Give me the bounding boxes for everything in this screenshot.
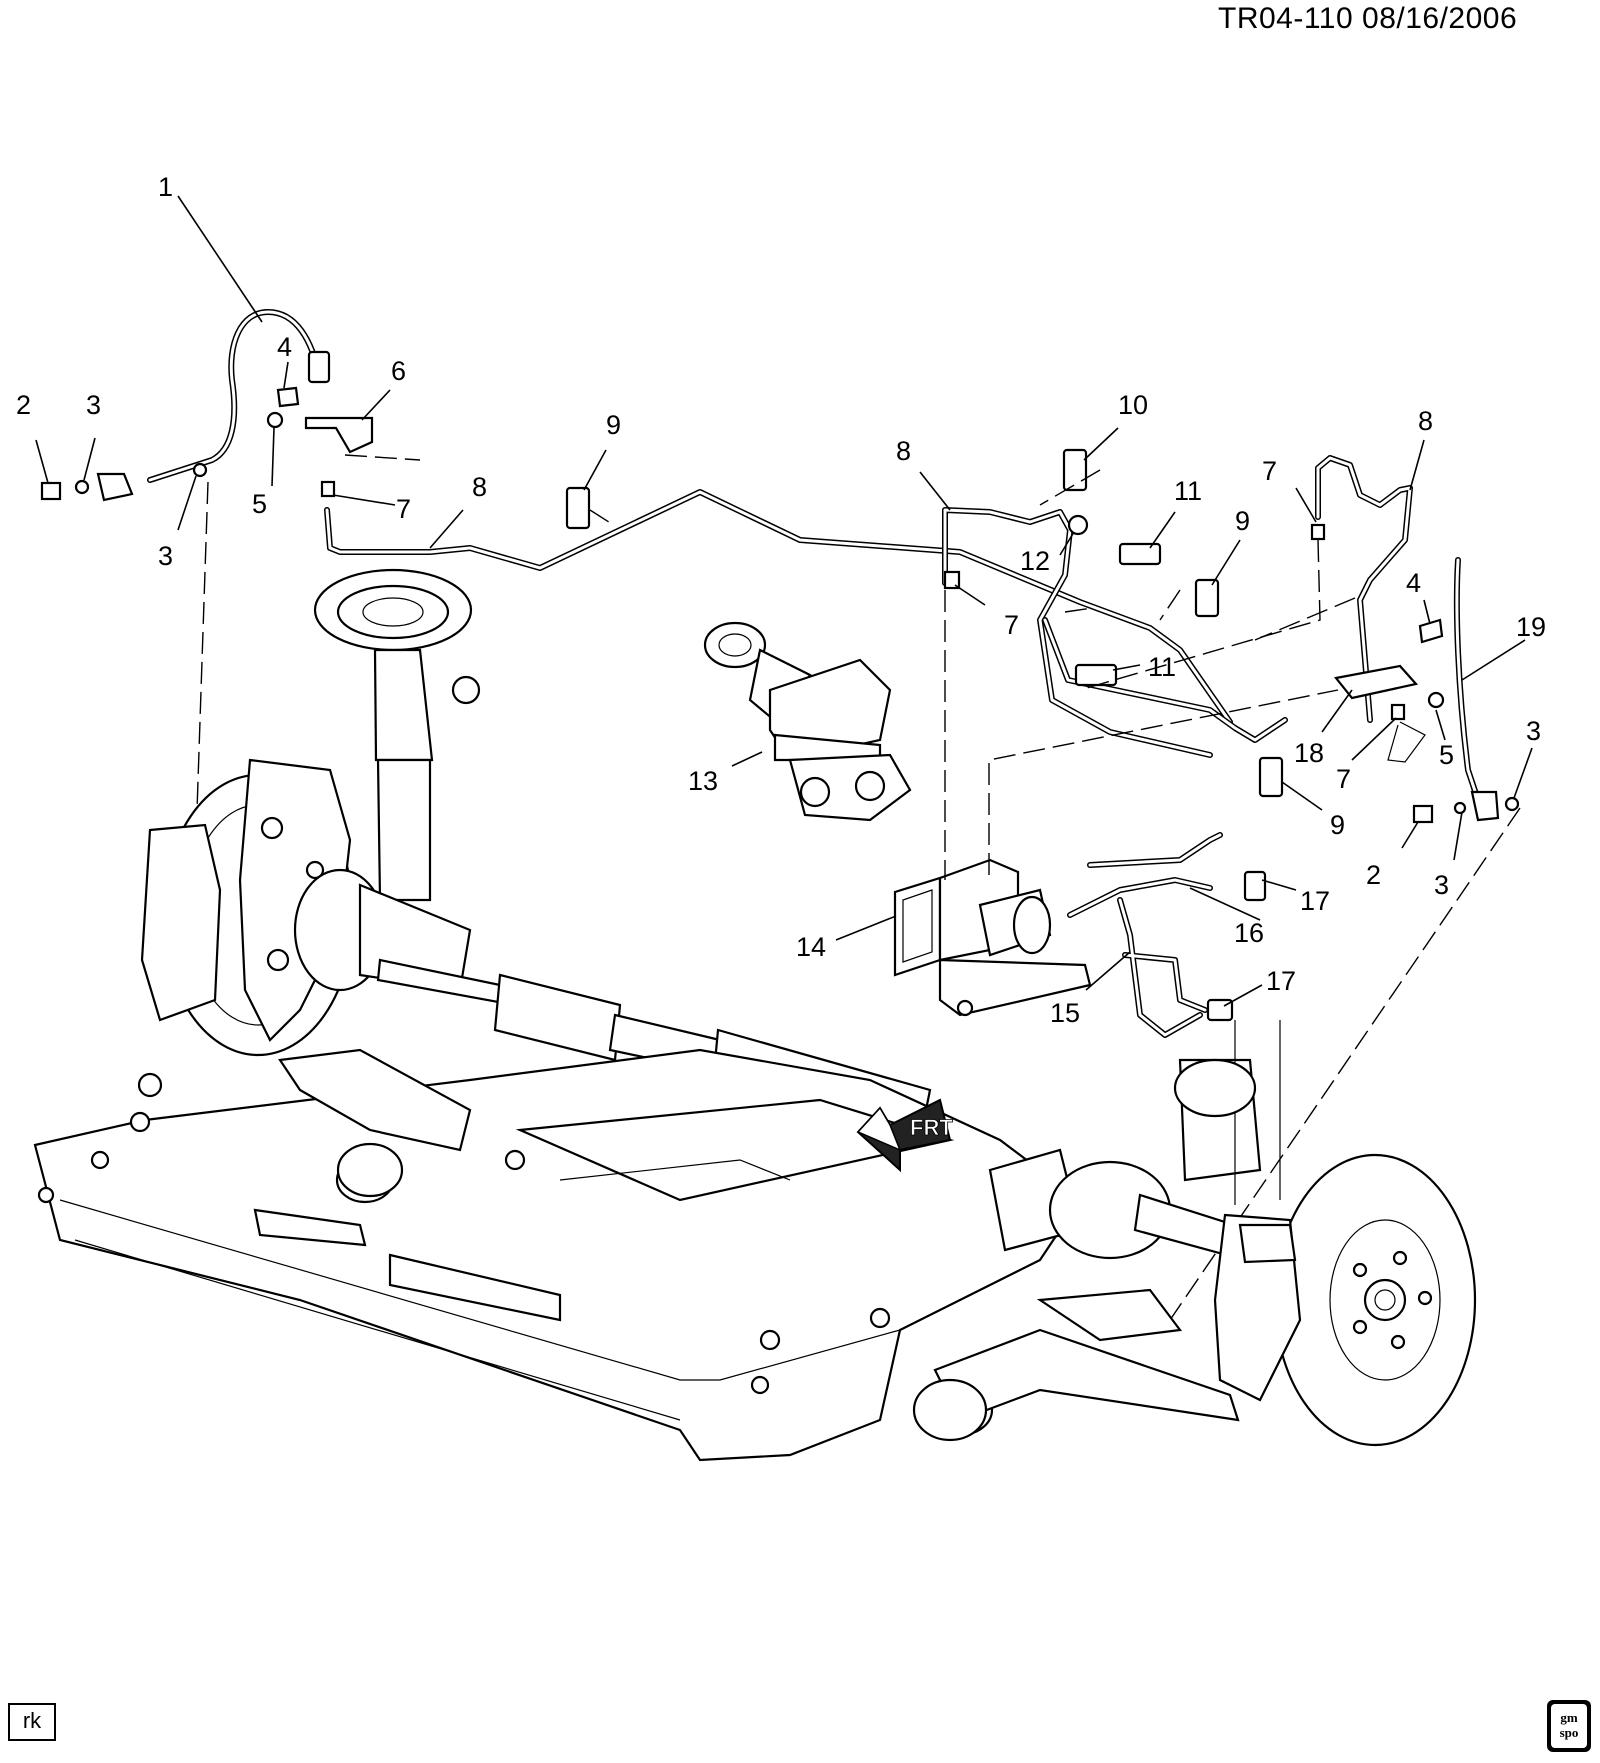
callout-7: 7	[1262, 456, 1277, 486]
callout-7: 7	[1336, 764, 1351, 794]
callout-15: 15	[1050, 998, 1080, 1028]
brake-hose-front-left	[147, 309, 331, 483]
hose-end-fitting-right	[1470, 790, 1500, 822]
callout-3: 3	[1526, 716, 1541, 746]
callout-8: 8	[1418, 406, 1433, 436]
fitting-7d	[1390, 703, 1406, 721]
callout-7: 7	[1004, 610, 1019, 640]
callout-9: 9	[606, 410, 621, 440]
callout-16: 16	[1234, 918, 1264, 948]
clip-11a	[1118, 542, 1162, 566]
bracket-6	[304, 416, 374, 454]
washer-3d	[1504, 796, 1520, 812]
callout-numbers: 1 2 3 3 4 5 6 7 8 9 8 10 7 12 11 9 11 13…	[16, 172, 1546, 1028]
callout-19: 19	[1516, 612, 1546, 642]
strut-assembly-left	[313, 568, 481, 902]
front-direction-arrow: FRT	[856, 1098, 954, 1173]
callout-4: 4	[277, 332, 292, 362]
grommet-12	[1067, 514, 1089, 536]
leader-lines	[35, 195, 1533, 1007]
callout-18: 18	[1294, 738, 1324, 768]
pipe-clips	[320, 448, 1426, 1022]
gm-spo-logo-text: gm spo	[1551, 1704, 1587, 1748]
callout-3: 3	[86, 390, 101, 420]
callout-2: 2	[1366, 860, 1381, 890]
lower-control-arm-left	[278, 1048, 472, 1198]
strut-assembly-right	[1173, 1020, 1281, 1205]
hose-fitting	[307, 350, 331, 384]
callout-2: 2	[16, 390, 31, 420]
brake-pipe-center	[942, 507, 1288, 758]
callout-8: 8	[472, 472, 487, 502]
clip-4b	[1418, 618, 1444, 644]
clip-9a	[565, 486, 591, 530]
brake-pipe-right	[1315, 455, 1413, 723]
callout-1: 1	[158, 172, 173, 202]
hose-end-fitting	[96, 472, 134, 502]
bolt-2	[40, 481, 62, 501]
callout-5: 5	[252, 489, 267, 519]
callout-4: 4	[1406, 568, 1421, 598]
callout-3: 3	[1434, 870, 1449, 900]
drawing-reference: TR04-110 08/16/2006	[1218, 2, 1518, 35]
frt-label: FRT	[910, 1115, 953, 1140]
fitting-7c	[1310, 523, 1326, 541]
master-cylinder	[703, 621, 912, 822]
fitting-7b	[943, 570, 961, 590]
bolt-5b	[1427, 691, 1445, 709]
clip-4	[276, 386, 300, 408]
callout-12: 12	[1020, 546, 1050, 576]
callout-6: 6	[391, 356, 406, 386]
callout-11: 11	[1148, 652, 1176, 682]
brake-hose-front-right	[1453, 557, 1481, 803]
callout-17: 17	[1300, 886, 1330, 916]
bracket-18	[1333, 664, 1419, 700]
callout-13: 13	[688, 766, 718, 796]
callout-10: 10	[1118, 390, 1148, 420]
washer-3b	[192, 462, 208, 478]
callout-5: 5	[1439, 740, 1454, 770]
callout-7: 7	[396, 494, 411, 524]
abs-pipes	[1067, 832, 1223, 1038]
callout-9: 9	[1330, 810, 1345, 840]
washer-3c	[1453, 801, 1467, 815]
callout-14: 14	[796, 932, 826, 962]
bolt-2b	[1412, 804, 1434, 824]
callout-3: 3	[158, 541, 173, 571]
brake-pipe-left	[324, 489, 1233, 725]
clip-9b	[1194, 578, 1220, 618]
callout-11: 11	[1174, 476, 1202, 506]
abs-modulator	[893, 858, 1092, 1017]
rotor-caliper-right	[1213, 1153, 1477, 1447]
washer-3	[74, 479, 90, 495]
fasteners-left	[40, 386, 300, 502]
clip-10	[1062, 448, 1088, 492]
bracket-loop	[1387, 721, 1426, 763]
fitting-7a	[320, 480, 336, 498]
drafter-initials: rk	[8, 1703, 56, 1741]
fasteners-right	[1412, 618, 1520, 824]
callout-9: 9	[1235, 506, 1250, 536]
bolt-5	[266, 411, 284, 429]
clip-17a	[1243, 870, 1267, 902]
clip-11b	[1074, 663, 1118, 687]
lower-control-arm-right	[912, 1288, 1240, 1442]
callout-8: 8	[896, 436, 911, 466]
callout-17: 17	[1266, 966, 1296, 996]
clip-9c	[1258, 756, 1284, 798]
gm-spo-logo: gm spo	[1547, 1700, 1591, 1752]
